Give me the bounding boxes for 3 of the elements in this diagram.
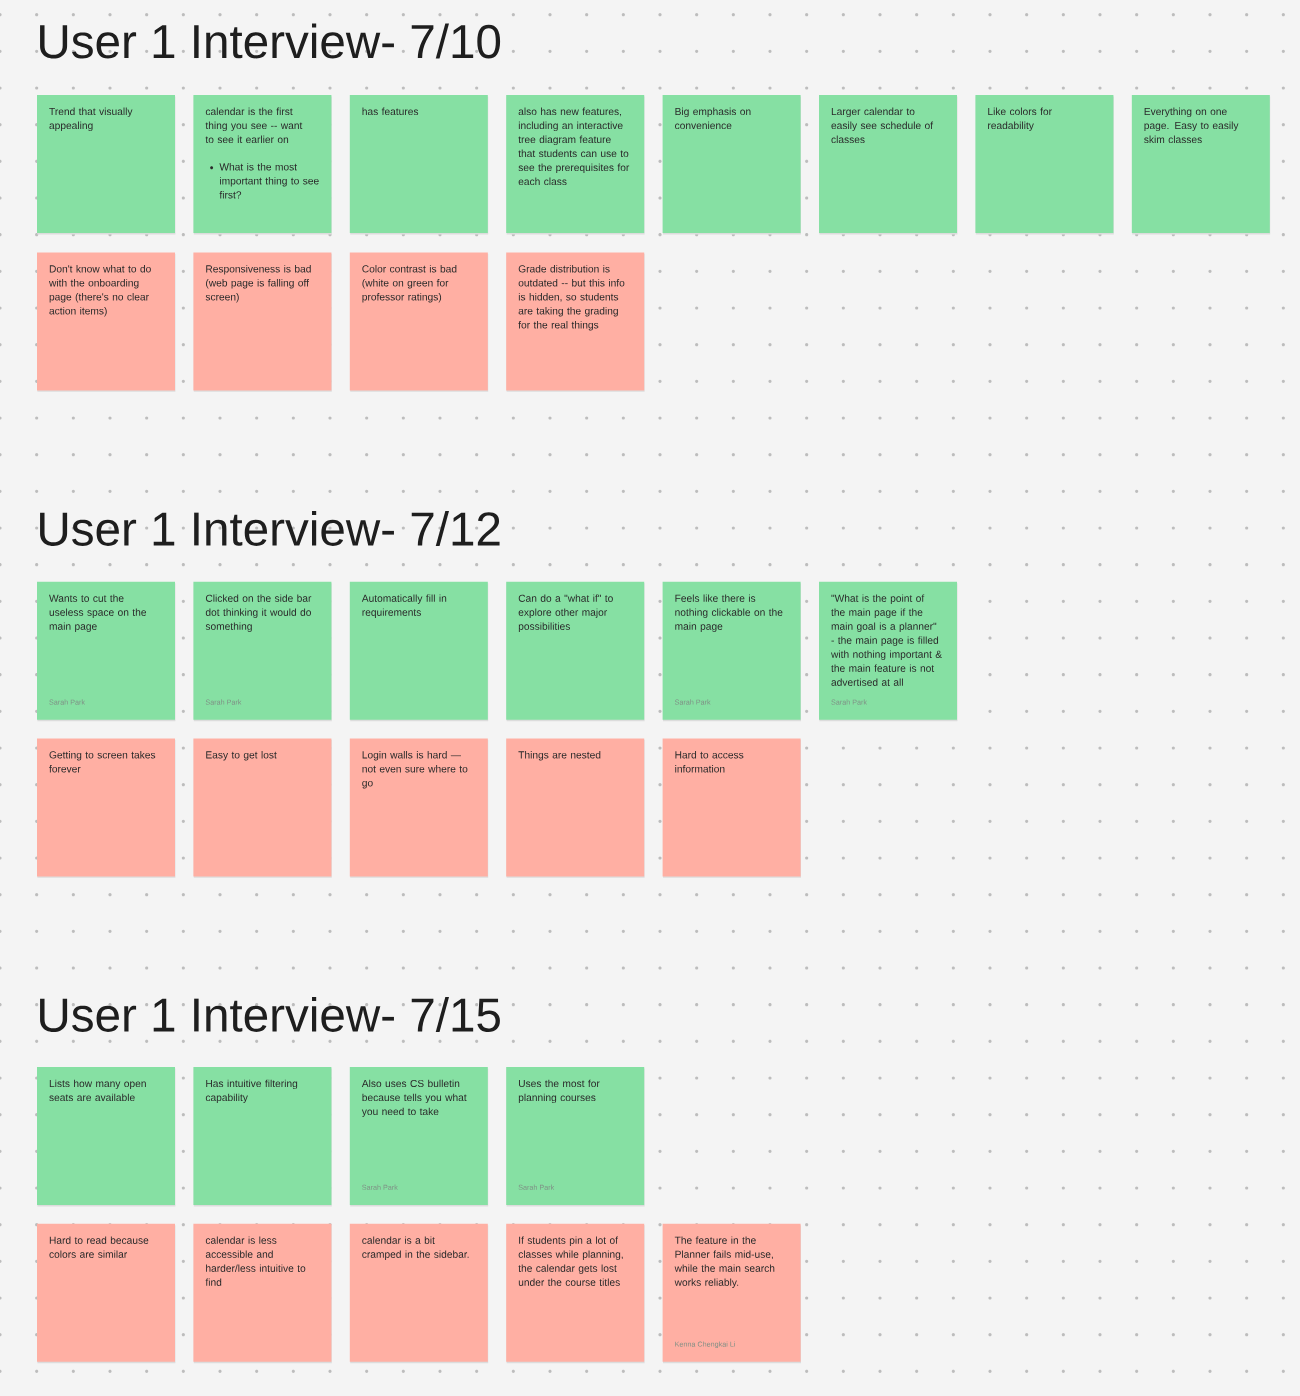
section-heading: User 1 Interview- 7/15 [40,996,500,1032]
section-heading: User 1 Interview- 7/10 [40,23,501,59]
section-heading: User 1 Interview- 7/12 [40,510,500,546]
